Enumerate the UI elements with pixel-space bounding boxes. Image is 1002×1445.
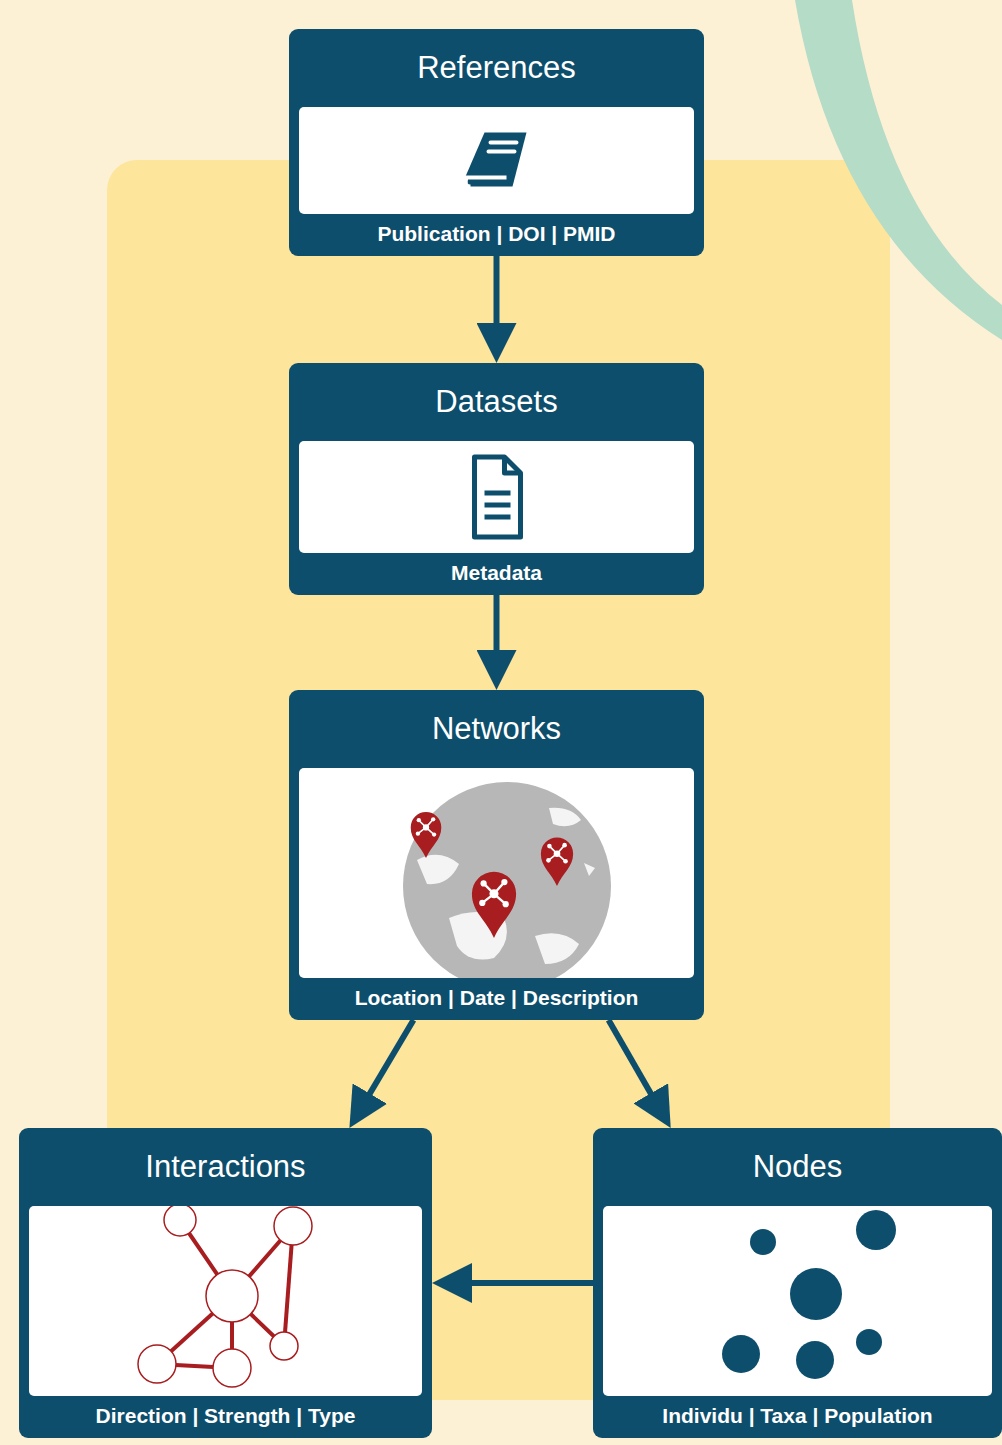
entity-box: NetworksLocation | Date | Description — [289, 690, 704, 1020]
dots-icon — [603, 1206, 992, 1396]
box-footer: Publication | DOI | PMID — [299, 214, 694, 252]
box-title: Networks — [299, 690, 694, 768]
decorative-arc — [795, 0, 1002, 340]
box-footer: Metadata — [299, 553, 694, 591]
entity-box: ReferencesPublication | DOI | PMID — [289, 29, 704, 256]
flow-arrow — [452, 1280, 593, 1286]
box-footer: Individu | Taxa | Population — [603, 1396, 992, 1434]
flow-arrow — [360, 1020, 414, 1111]
icon-panel — [603, 1206, 992, 1396]
box-title: References — [299, 29, 694, 107]
icon-panel — [299, 768, 694, 978]
entity-box: InteractionsDirection | Strength | Type — [19, 1128, 432, 1438]
flow-arrow — [494, 256, 500, 343]
flow-arrow — [494, 595, 500, 670]
globe-icon — [299, 768, 694, 978]
icon-panel — [29, 1206, 422, 1396]
box-title: Interactions — [29, 1128, 422, 1206]
book-icon — [299, 107, 694, 214]
entity-box: NodesIndividu | Taxa | Population — [593, 1128, 1002, 1438]
icon-panel — [299, 107, 694, 214]
box-title: Nodes — [603, 1128, 992, 1206]
flow-arrow — [609, 1020, 661, 1111]
graph-icon — [29, 1206, 422, 1396]
icon-panel — [299, 441, 694, 553]
box-title: Datasets — [299, 363, 694, 441]
box-footer: Location | Date | Description — [299, 978, 694, 1016]
doc-icon — [299, 441, 694, 553]
box-footer: Direction | Strength | Type — [29, 1396, 422, 1434]
entity-box: DatasetsMetadata — [289, 363, 704, 595]
